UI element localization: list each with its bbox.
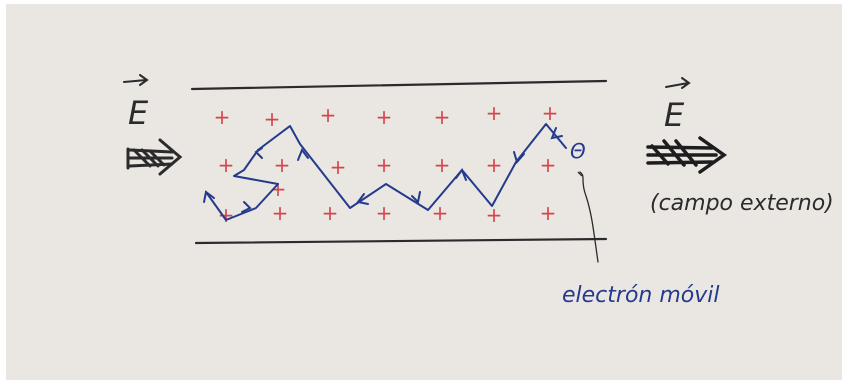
arrowhead-icon xyxy=(513,151,525,165)
arrowhead-icon xyxy=(203,190,215,203)
field-arrow-left-icon xyxy=(126,138,183,176)
positive-ion: + xyxy=(376,153,393,177)
positive-ion: + xyxy=(218,153,235,177)
arrowhead-icon xyxy=(297,147,309,161)
mobile-electron-label: electrón móvil xyxy=(562,283,719,308)
positive-ion: + xyxy=(540,201,557,225)
arrowhead-icon xyxy=(455,167,467,181)
positive-ion: + xyxy=(434,105,451,129)
vector-arrow-left-icon xyxy=(123,74,149,86)
arrowhead-icon xyxy=(411,191,421,205)
positive-ion: + xyxy=(330,155,347,179)
positive-ion: + xyxy=(264,107,281,131)
arrowhead-icon xyxy=(254,147,263,159)
electron-symbol: Θ xyxy=(570,139,586,163)
electron-pointer-tick xyxy=(577,171,583,177)
positive-ion: + xyxy=(272,201,289,225)
positive-ion: + xyxy=(376,105,393,129)
field-label-right: E xyxy=(664,96,685,134)
external-field-label: (campo externo) xyxy=(650,191,834,216)
paper-background xyxy=(6,4,842,380)
trajectory-arrowheads xyxy=(203,127,563,213)
top-plate xyxy=(190,79,608,91)
ion-lattice: ++++++++++++++++++++++ xyxy=(214,101,559,227)
positive-ion: + xyxy=(486,101,503,125)
positive-ion: + xyxy=(320,103,337,127)
positive-ion: + xyxy=(322,201,339,225)
vector-arrow-right-icon xyxy=(665,77,691,89)
positive-ion: + xyxy=(542,101,559,125)
positive-ion: + xyxy=(486,153,503,177)
positive-ion: + xyxy=(274,153,291,177)
external-field-arrow-icon xyxy=(646,136,728,174)
electron-pointer-line xyxy=(579,171,599,263)
positive-ion: + xyxy=(218,203,235,227)
arrowhead-icon xyxy=(241,201,252,213)
positive-ion: + xyxy=(540,153,557,177)
arrowhead-icon xyxy=(550,127,563,140)
positive-ion: + xyxy=(214,105,231,129)
bottom-plate xyxy=(194,237,608,245)
positive-ion: + xyxy=(432,201,449,225)
field-label-left: E xyxy=(128,94,149,132)
positive-ion: + xyxy=(486,203,503,227)
positive-ion: + xyxy=(376,201,393,225)
positive-ion: + xyxy=(434,153,451,177)
electron-trajectory xyxy=(205,123,567,221)
arrowhead-icon xyxy=(356,193,369,205)
